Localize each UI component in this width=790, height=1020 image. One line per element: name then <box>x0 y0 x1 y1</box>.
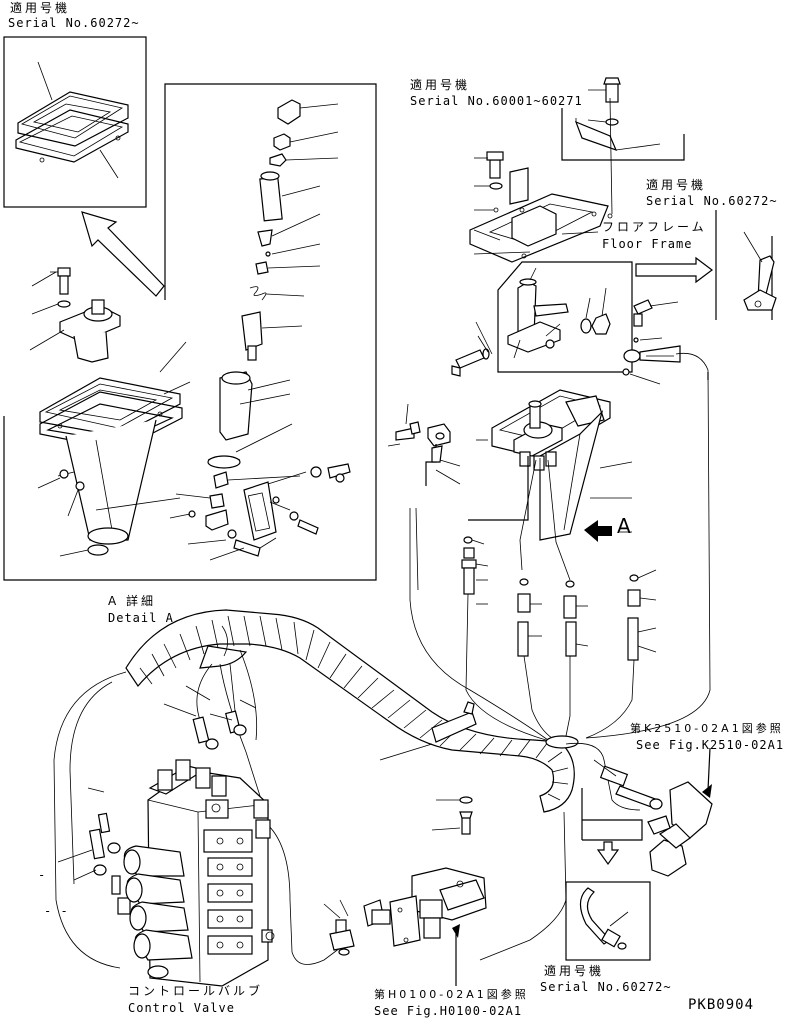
arrow-to-inset <box>81 211 165 297</box>
wrapped-hose-bundle <box>125 609 579 813</box>
top-left-serial-jp: 適用号機 <box>10 1 71 15</box>
misc-leader-lines <box>387 439 632 533</box>
top-mid-serial-jp: 適用号機 <box>410 78 471 92</box>
right-serial-jp: 適用号機 <box>646 178 707 192</box>
top-mid-serial: Serial No.60001~60271 <box>410 94 583 108</box>
ppc-hose-joints <box>461 456 657 661</box>
right-lower-hose-group <box>565 759 663 961</box>
bottom-serial: Serial No.60272~ <box>540 980 672 994</box>
see-fig-h: See Fig.H0100-02A1 <box>374 1004 523 1018</box>
floor-frame-jp: フロアフレーム <box>602 220 707 234</box>
bundle-clamp <box>379 701 477 835</box>
see-fig-k: See Fig.K2510-02A1 <box>636 738 785 752</box>
solenoid-block <box>371 867 487 986</box>
detail-exploded-parts <box>175 99 351 561</box>
view-a-label: A <box>617 514 632 538</box>
ppc-valve-assembly <box>491 389 633 541</box>
control-valve: Control Valve <box>128 1001 235 1015</box>
dash-mark-a: - <box>38 868 47 882</box>
long-hoses <box>409 352 711 741</box>
control-valve-block <box>123 759 275 987</box>
floor-frame: Floor Frame <box>602 237 693 251</box>
lever-bracket-group <box>451 261 633 377</box>
inset-cover-plate <box>3 36 147 208</box>
bottom-serial-jp: 適用号機 <box>544 964 605 978</box>
detail-a-jp: A 詳細 <box>108 594 157 608</box>
upper-floor-plate-group <box>469 77 685 263</box>
detail-a: Detail A <box>108 611 174 625</box>
left-hoses <box>53 649 641 969</box>
right-serial: Serial No.60272~ <box>646 194 778 208</box>
right-side-hardware <box>622 299 681 385</box>
see-fig-k-jp: 第K2510-02A1図参照 <box>630 722 784 735</box>
left-hose-fittings <box>57 685 385 956</box>
detail-a-box <box>3 83 377 581</box>
see-fig-h-jp: 第H0100-02A1図参照 <box>374 988 529 1001</box>
control-valve-jp: コントロールバルブ <box>128 984 264 998</box>
lever-mount-bolt <box>395 403 461 486</box>
right-filter-unit <box>647 747 713 877</box>
top-left-serial: Serial No.60272~ <box>8 16 140 30</box>
detail-lever-base <box>29 267 191 451</box>
dash-mark-b: - - <box>44 904 69 918</box>
right-upper-inset <box>635 210 777 320</box>
detail-lever-housing <box>37 419 196 557</box>
drawing-code: PKB0904 <box>688 997 755 1013</box>
view-a-arrow <box>584 520 612 542</box>
